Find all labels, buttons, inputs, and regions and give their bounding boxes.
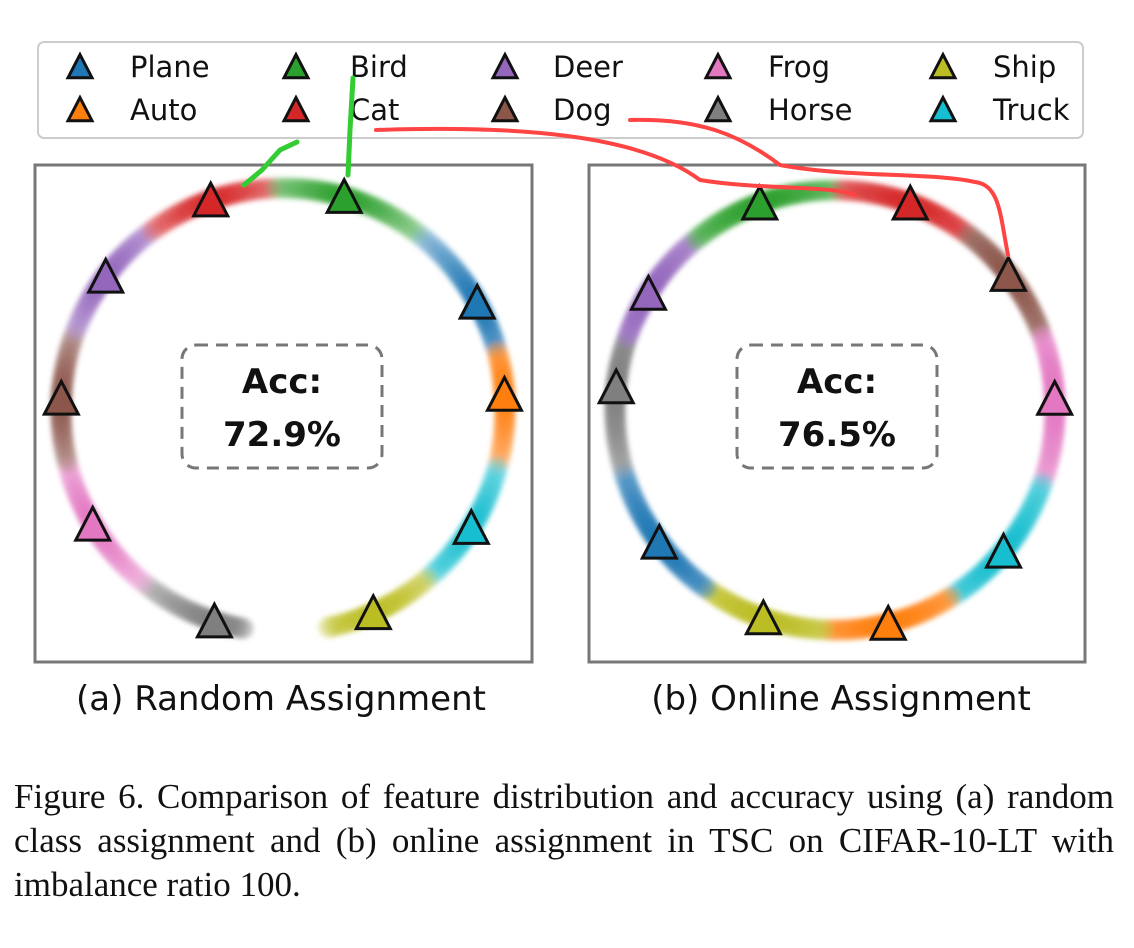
class-prototypes-b	[596, 183, 1075, 641]
legend-label-horse: Horse	[768, 93, 852, 127]
legend-label-dog: Dog	[553, 93, 611, 127]
legend-label-ship: Ship	[993, 50, 1056, 84]
deer-prototype-triangle-icon	[86, 256, 126, 294]
truck-prototype-triangle-icon	[984, 531, 1023, 569]
deer-legend-triangle-icon	[490, 51, 520, 80]
legend-label-auto: Auto	[130, 93, 197, 127]
auto-legend-triangle-icon	[65, 94, 95, 123]
bird-prototype-triangle-icon	[324, 176, 364, 214]
frog-prototype-triangle-icon	[73, 504, 113, 542]
plane-legend-triangle-icon	[65, 51, 95, 80]
dog-prototype-triangle-icon	[41, 378, 81, 416]
class-prototypes-a	[41, 176, 524, 639]
green-annotation-bird	[345, 75, 356, 178]
frog-prototype-triangle-icon	[1035, 378, 1075, 416]
panel-b-frame	[587, 163, 1087, 664]
accuracy-box-a	[180, 343, 384, 470]
auto-prototype-triangle-icon	[868, 603, 908, 641]
dog-prototype-triangle-icon	[988, 254, 1028, 292]
dog-legend-triangle-icon	[490, 94, 520, 123]
accuracy-label-b: Acc:	[797, 362, 877, 402]
legend-label-frog: Frog	[768, 50, 830, 84]
panel-a-title: (a) Random Assignment	[76, 679, 486, 719]
legend-label-truck: Truck	[992, 93, 1070, 127]
ship-prototype-triangle-icon	[743, 597, 783, 636]
red-annotation-cat-dog	[374, 117, 1010, 257]
frog-legend-triangle-icon	[703, 51, 733, 80]
cat-legend-triangle-icon	[281, 94, 311, 123]
panel-b-title: (b) Online Assignment	[651, 679, 1031, 719]
accuracy-value-b: 76.5%	[778, 415, 896, 455]
cat-prototype-triangle-icon	[890, 183, 930, 221]
plane-prototype-triangle-icon	[457, 282, 497, 320]
truck-legend-triangle-icon	[928, 94, 958, 123]
auto-prototype-triangle-icon	[484, 374, 524, 412]
truck-prototype-triangle-icon	[451, 507, 491, 545]
legend-label-plane: Plane	[130, 50, 210, 84]
horse-prototype-triangle-icon	[596, 366, 636, 405]
ship-legend-triangle-icon	[928, 51, 958, 80]
panel-a-frame	[33, 163, 534, 664]
bird-prototype-triangle-icon	[740, 183, 780, 221]
cat-prototype-triangle-icon	[191, 179, 231, 218]
accuracy-value-a: 72.9%	[223, 415, 341, 455]
legend-label-deer: Deer	[553, 50, 623, 84]
accuracy-label-a: Acc:	[242, 362, 322, 402]
legend-label-bird: Bird	[350, 50, 408, 84]
feature-ring-a	[50, 177, 516, 640]
plane-prototype-triangle-icon	[639, 522, 679, 560]
feature-point	[318, 616, 341, 639]
bird-legend-triangle-icon	[281, 51, 311, 80]
horse-legend-triangle-icon	[703, 94, 733, 123]
accuracy-box-b	[735, 343, 939, 470]
ship-prototype-triangle-icon	[353, 592, 393, 631]
deer-prototype-triangle-icon	[628, 273, 668, 311]
figure-caption: Figure 6. Comparison of feature distribu…	[14, 777, 1114, 904]
legend-label-cat: Cat	[350, 93, 399, 127]
green-annotation-cat	[241, 139, 300, 188]
feature-ring-b	[604, 179, 1066, 641]
horse-prototype-triangle-icon	[194, 600, 234, 639]
